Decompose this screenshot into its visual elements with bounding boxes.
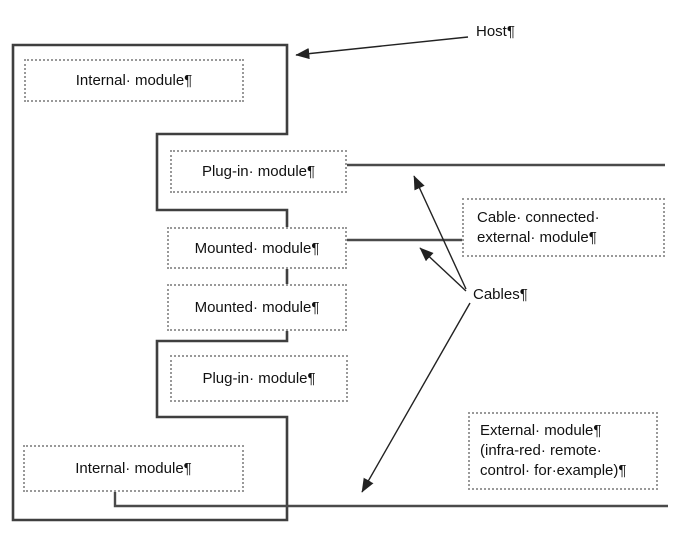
mounted-module-box-1: Mounted· module¶ [167, 227, 347, 269]
host-pointer-arrow [295, 36, 469, 60]
plug-in-module-label: Plug-in· module¶ [202, 370, 316, 387]
external-module-line: control· for·example)¶ [480, 462, 627, 479]
cable-connected-external-module-line: Cable· connected· [477, 208, 600, 226]
cable-line-internal-module [113, 492, 668, 508]
mounted-module-label: Mounted· module¶ [194, 239, 320, 257]
host-label: Host¶ [476, 23, 515, 40]
cable-connected-external-module-line: external· module¶ [477, 228, 597, 246]
cable-connected-external-module-box: Cable· connected· external· module¶ [462, 198, 665, 257]
internal-module-box-top: Internal· module¶ [24, 59, 244, 102]
plug-in-module-box-top: Plug-in· module¶ [170, 150, 347, 193]
internal-module-label: Internal· module¶ [75, 72, 193, 89]
cables-label: Cables¶ [473, 286, 528, 303]
mounted-module-label: Mounted· module¶ [194, 299, 320, 316]
external-module-line: (infra-red· remote· [480, 442, 602, 459]
external-module-box: External· module¶ (infra-red· remote· co… [468, 412, 658, 490]
mounted-module-box-2: Mounted· module¶ [167, 284, 347, 331]
internal-module-box-bottom: Internal· module¶ [23, 445, 244, 492]
cables-pointer-arrow-top [413, 175, 467, 290]
cables-pointer-arrow-bottom [361, 302, 471, 493]
cables-pointer-arrow-middle [419, 247, 467, 292]
external-module-line: External· module¶ [480, 422, 602, 439]
host-outline [11, 43, 289, 522]
internal-module-label: Internal· module¶ [75, 460, 192, 477]
plug-in-module-box-bottom: Plug-in· module¶ [170, 355, 348, 402]
plug-in-module-label: Plug-in· module¶ [201, 163, 316, 180]
